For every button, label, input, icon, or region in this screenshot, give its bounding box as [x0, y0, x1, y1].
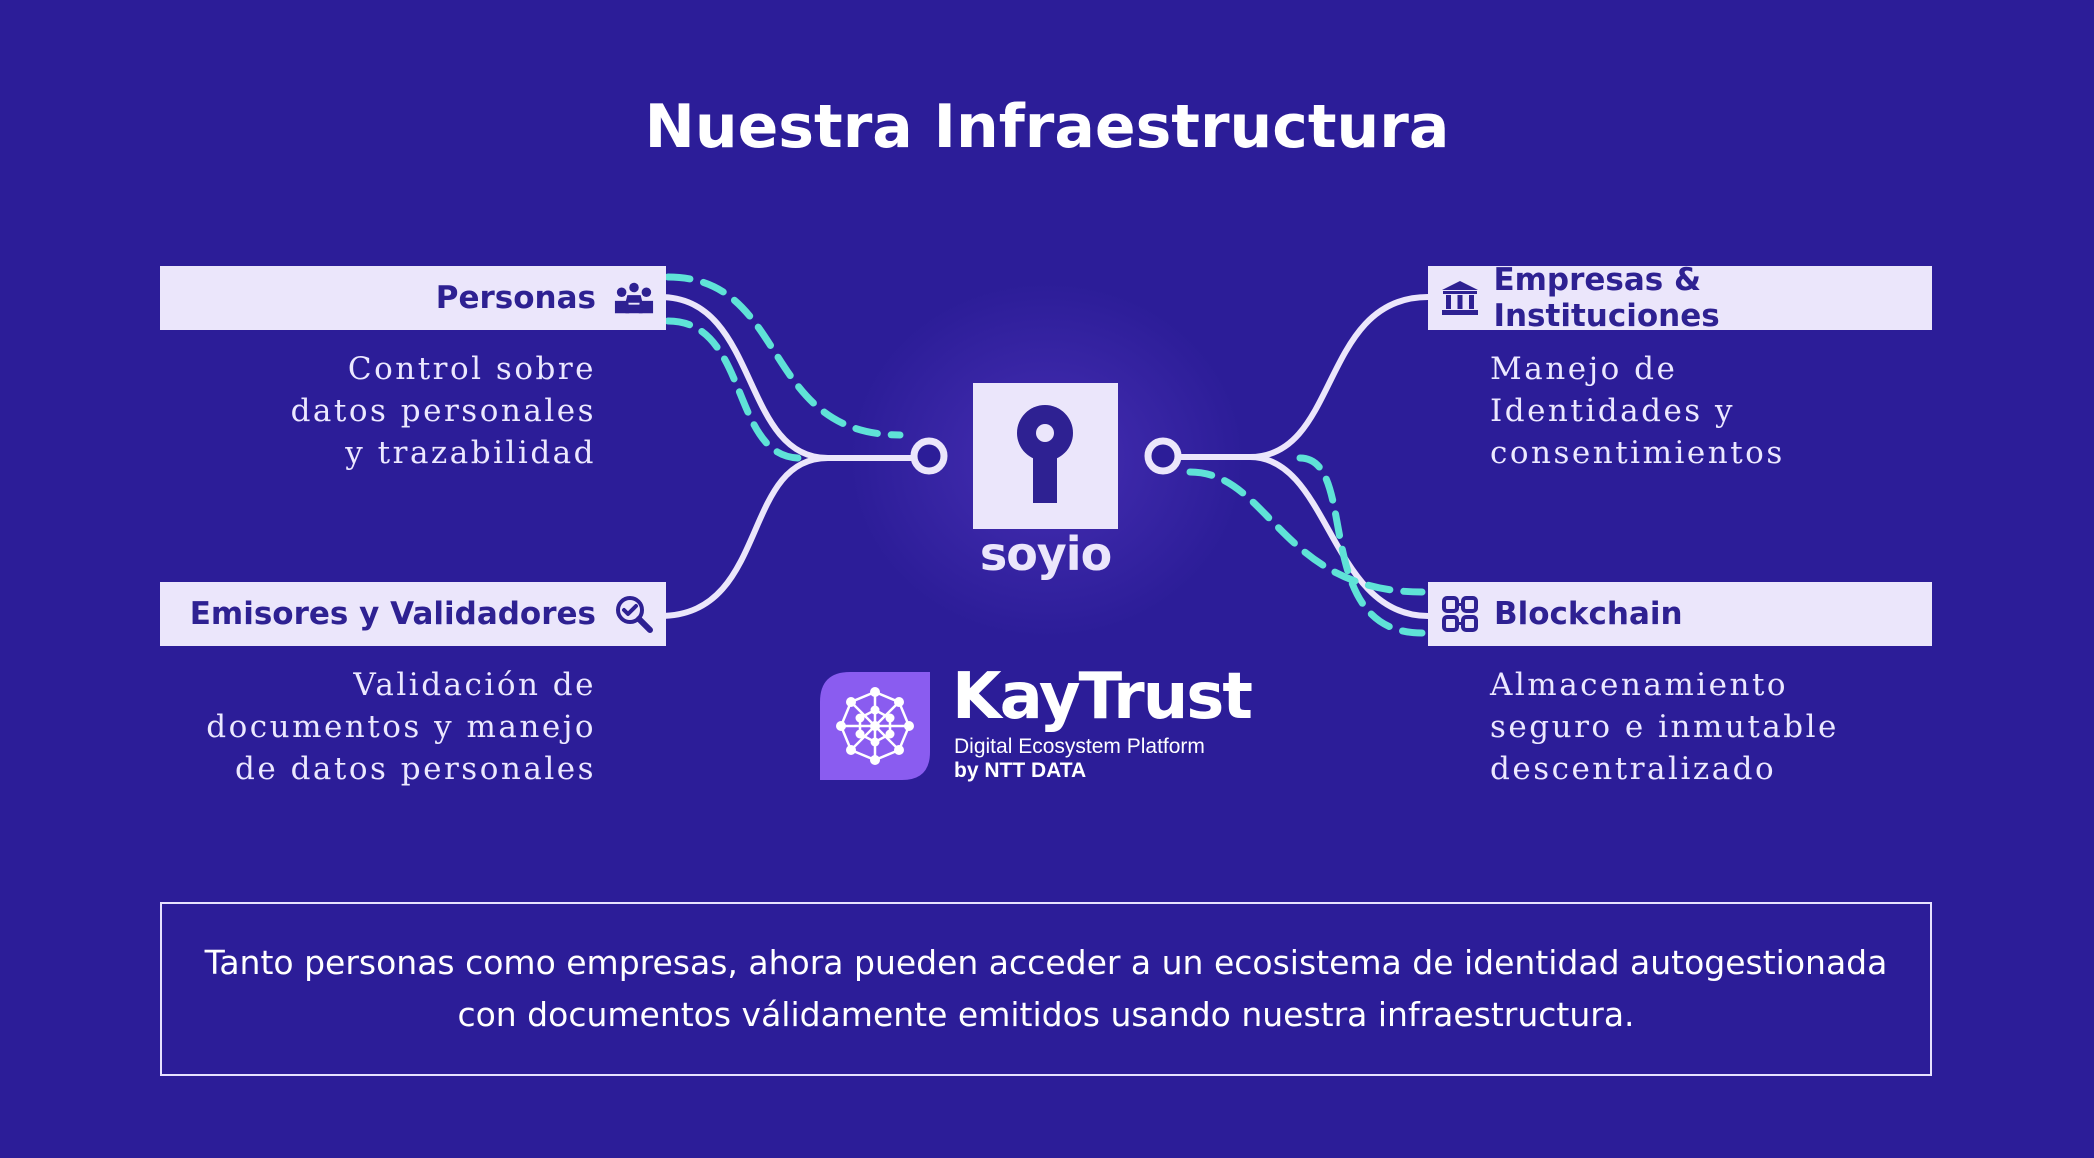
page-title: Nuestra Infraestructura [644, 92, 1450, 162]
wire-personas [657, 294, 921, 461]
dashed-blockchain-inner [1186, 468, 1426, 596]
footer-statement: Tanto personas como empresas, ahora pued… [160, 902, 1932, 1076]
network-icon [820, 672, 930, 780]
empresas-label-box: Empresas & Instituciones [1428, 262, 1932, 334]
blockchain-description: Almacenamiento seguro e inmutable descen… [1490, 667, 1839, 787]
personas-label-box: Personas [160, 266, 666, 330]
dashed-personas-inner [664, 317, 804, 462]
soyio-wordmark: soyio [979, 527, 1112, 581]
kaytrust-byline: by NTT DATA [954, 759, 1087, 782]
search-check-icon [614, 594, 654, 634]
soyio-logo-box [973, 383, 1118, 529]
people-icon [614, 278, 654, 318]
blocks-icon [1440, 594, 1480, 634]
personas-label: Personas [435, 280, 596, 316]
kaytrust-tagline: Digital Ecosystem Platform [954, 735, 1205, 758]
node-dot-left [910, 437, 948, 475]
keyhole-icon [1017, 405, 1073, 503]
blockchain-label: Blockchain [1494, 596, 1683, 632]
emisores-description: Validación de documentos y manejo de dat… [206, 667, 596, 787]
footer-text: Tanto personas como empresas, ahora pued… [204, 943, 1888, 1034]
kaytrust-name: KayTrust [952, 660, 1253, 734]
wire-empresas [1173, 294, 1431, 460]
dashed-personas-outer [664, 273, 904, 439]
blockchain-label-box: Blockchain [1428, 582, 1932, 646]
node-dot-right [1144, 437, 1182, 475]
institution-icon [1440, 278, 1479, 318]
personas-description: Control sobre datos personales y trazabi… [290, 351, 596, 471]
empresas-description: Manejo de Identidades y consentimientos [1490, 351, 1785, 471]
wire-emisores [657, 455, 831, 619]
emisores-label-box: Emisores y Validadores [160, 582, 666, 646]
empresas-label: Empresas & Instituciones [1493, 262, 1720, 334]
wire-blockchain [1247, 454, 1431, 619]
dashed-blockchain-outer [1296, 454, 1426, 637]
emisores-label: Emisores y Validadores [189, 596, 596, 632]
